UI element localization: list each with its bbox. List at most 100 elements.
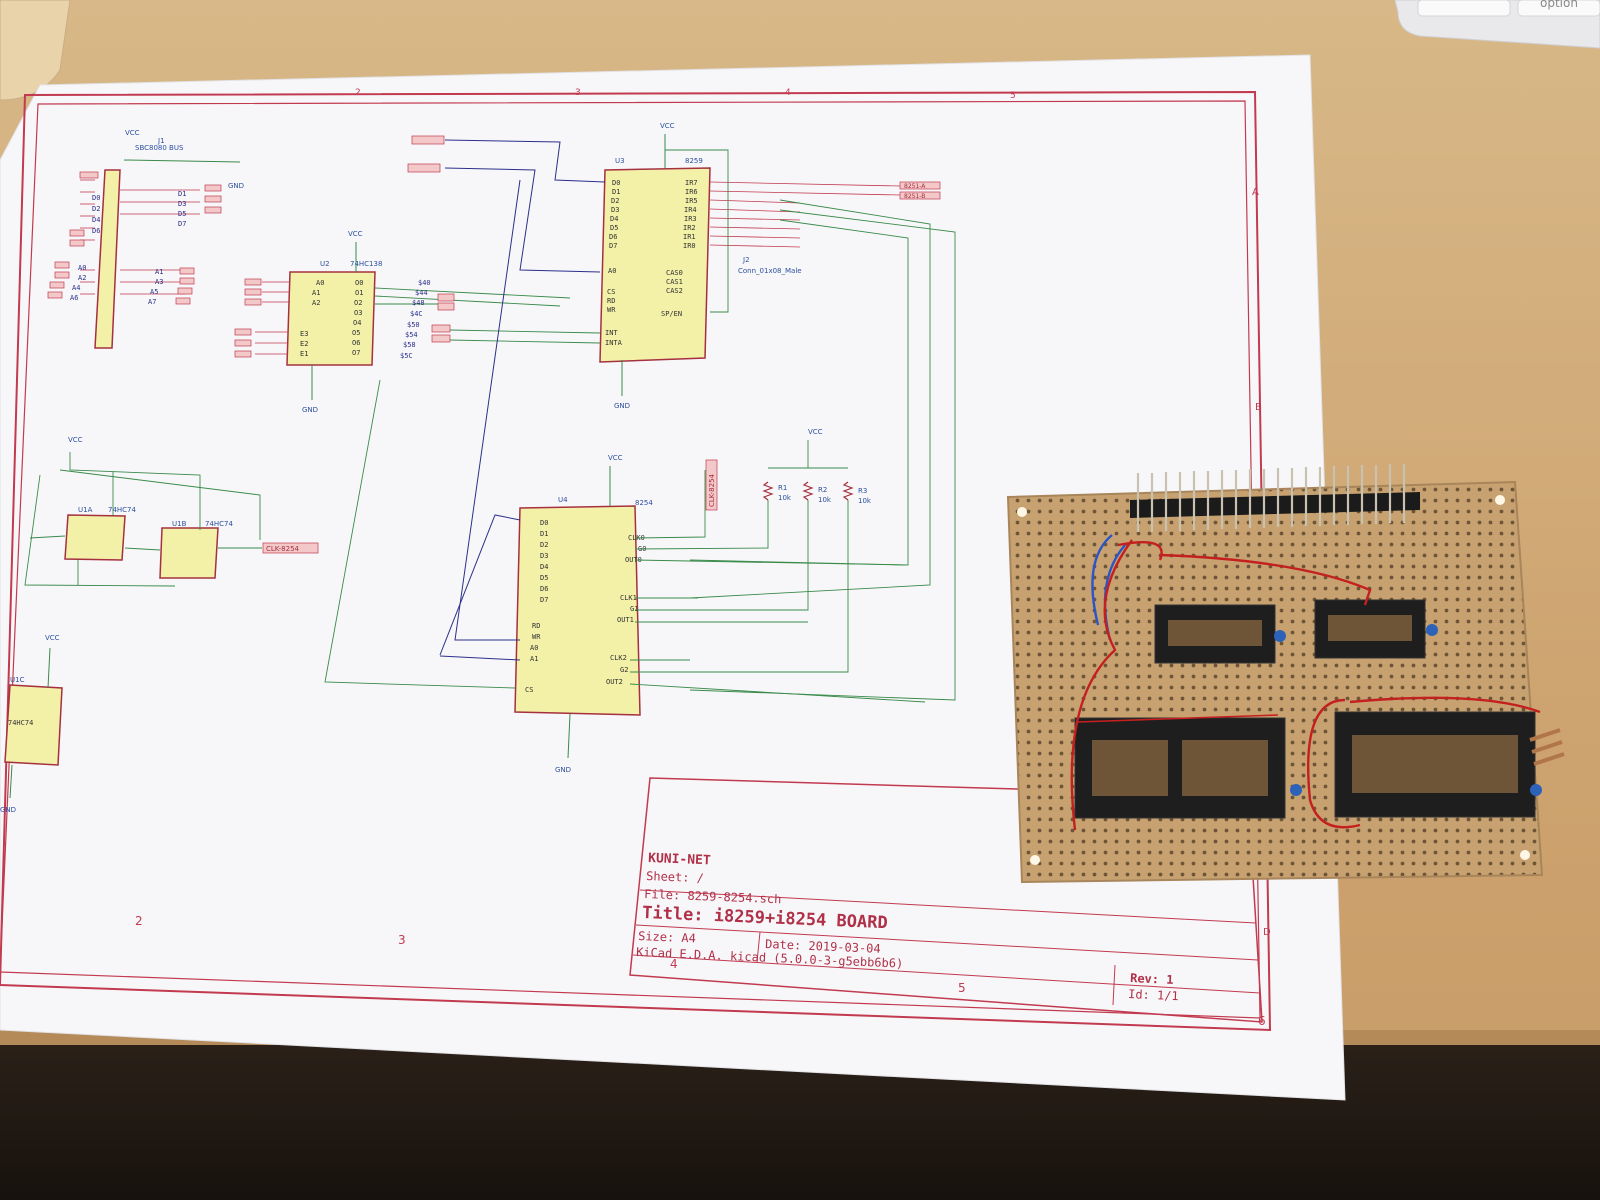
sheet-label: Sheet: / xyxy=(646,869,704,885)
u2-pin-o5: O5 xyxy=(352,329,360,337)
u2-pin-a1: A1 xyxy=(312,289,320,297)
u2-value: 74HC138 xyxy=(350,260,382,268)
j1-ref: J1 xyxy=(157,137,165,145)
perfboard xyxy=(1006,464,1565,884)
border-letter-b: B xyxy=(1255,402,1262,413)
r1-ref: R1 xyxy=(778,484,787,492)
u4-pin-out0: OUT0 xyxy=(625,556,642,564)
u2-pin-e3: E3 xyxy=(300,330,308,338)
date-label: Date: 2019-03-04 xyxy=(765,937,881,956)
u3-pin-ir6: IR6 xyxy=(685,188,698,196)
j1-signal-a2: A2 xyxy=(78,274,86,282)
j1-signal-a3: A3 xyxy=(155,278,163,286)
u2-out-54: $54 xyxy=(405,331,418,339)
j1-connector: VCC J1 SBC8080 BUS GND D0 D2 D4 D6 D1 D3… xyxy=(47,129,244,349)
svg-text:VCC: VCC xyxy=(608,454,623,462)
u4-pin-d5: D5 xyxy=(540,574,548,582)
u2-pin-o0: O0 xyxy=(355,279,363,287)
u3-pin-d4: D4 xyxy=(610,215,618,223)
rev-label: Rev: 1 xyxy=(1130,971,1174,987)
border-number-5: 5 xyxy=(958,981,966,995)
u1b-ref: U1B xyxy=(172,520,187,528)
u2-out-5c: $5C xyxy=(400,352,413,360)
u2-pin-o7: O7 xyxy=(352,349,360,357)
u3-value: 8259 xyxy=(685,157,703,165)
u3-pin-ir7: IR7 xyxy=(685,179,698,187)
u3-pin-d7: D7 xyxy=(609,242,617,250)
u3-pin-d0: D0 xyxy=(612,179,620,187)
jumper-wires xyxy=(1070,534,1541,831)
r2-ref: R2 xyxy=(818,486,827,494)
u3-pin-int: INT xyxy=(605,329,618,337)
u3-right-pins: IR7 IR6 IR5 IR4 IR3 IR2 IR1 IR0 CAS0 CAS… xyxy=(661,179,698,318)
u3-8259: U3 8259 VCC GND D0 D1 D2 D3 D4 D5 D6 D7 … xyxy=(407,122,956,701)
file-label: File: 8259-8254.sch xyxy=(644,887,782,906)
u2-pin-e1: E1 xyxy=(300,350,308,358)
label-8251-a: 8251-A xyxy=(904,183,926,190)
u4-pin-d1: D1 xyxy=(540,530,548,538)
u3-ref: U3 xyxy=(615,157,625,165)
resistors: R1 10k R2 10k R3 10k VCC xyxy=(762,428,872,505)
j1-signal-d7: D7 xyxy=(178,220,186,228)
svg-text:VCC: VCC xyxy=(660,122,675,130)
u3-pin-ir5: IR5 xyxy=(685,197,698,205)
u4-pin-d7: D7 xyxy=(540,596,548,604)
u3-left-pins: D0 D1 D2 D3 D4 D5 D6 D7 A0 CS RD WR INT … xyxy=(605,179,623,347)
u1b-value: 74HC74 xyxy=(205,520,234,528)
j1-value: SBC8080 BUS xyxy=(135,144,184,152)
r1-value: 10k xyxy=(778,494,792,502)
u4-value: 8254 xyxy=(635,499,653,507)
u4-8254: U4 8254 VCC GND D0 D1 D2 D3 D4 D5 D6 D7 … xyxy=(324,179,926,774)
u3-pin-cas2: CAS2 xyxy=(666,287,683,295)
u4-pin-d4: D4 xyxy=(540,563,548,571)
border-number-4: 4 xyxy=(670,957,678,971)
u4-pin-g2: G2 xyxy=(620,666,628,674)
keyboard: option xyxy=(1394,0,1600,49)
u3-pin-ir4: IR4 xyxy=(684,206,697,214)
j1-signal-d1: D1 xyxy=(178,190,186,198)
j1-signal-d6: D6 xyxy=(92,227,100,235)
u4-pin-a0: A0 xyxy=(530,644,538,652)
u1-flipflops: U1A 74HC74 U1B 74HC74 VCC CLK-8254 xyxy=(24,436,319,587)
j2-ref: J2 xyxy=(742,256,750,264)
u4-pin-d0: D0 xyxy=(540,519,548,527)
pin-header xyxy=(1130,464,1420,532)
clk-8254-vertical-label: CLK-8254 xyxy=(708,473,716,507)
u3-pin-d6: D6 xyxy=(609,233,617,241)
u2-pin-o3: O3 xyxy=(354,309,362,317)
u4-pin-d6: D6 xyxy=(540,585,548,593)
j1-signal-d0: D0 xyxy=(92,194,100,202)
size-label: Size: A4 xyxy=(638,929,696,945)
u4-pin-wr: WR xyxy=(532,633,541,641)
u2-pin-o4: O4 xyxy=(353,319,361,327)
u4-pin-d2: D2 xyxy=(540,541,548,549)
u4-pin-cs: CS xyxy=(525,686,533,694)
svg-text:GND: GND xyxy=(228,182,244,190)
j1-signal-a4: A4 xyxy=(72,284,80,292)
u3-pin-rd: RD xyxy=(607,297,615,305)
svg-text:GND: GND xyxy=(555,766,571,774)
border-number-3: 3 xyxy=(398,933,406,947)
u3-pin-cas0: CAS0 xyxy=(666,269,683,277)
svg-text:4: 4 xyxy=(785,88,791,98)
label-8251-b: 8251-B xyxy=(904,193,925,200)
u3-pin-ir3: IR3 xyxy=(684,215,697,223)
u2-vcc: VCC xyxy=(348,230,363,238)
j1-signal-a7: A7 xyxy=(148,298,156,306)
j1-signal-a5: A5 xyxy=(150,288,158,296)
svg-text:3: 3 xyxy=(575,88,581,98)
j1-signal-d4: D4 xyxy=(92,216,100,224)
j1-signal-a0: A0 xyxy=(78,264,86,272)
u4-pin-clk1: CLK1 xyxy=(620,594,637,602)
u3-pin-a0: A0 xyxy=(608,267,616,275)
id-label: Id: 1/1 xyxy=(1128,987,1179,1003)
svg-text:5: 5 xyxy=(1010,91,1016,101)
j1-signal-a1: A1 xyxy=(155,268,163,276)
u2-out-50: $50 xyxy=(407,321,420,329)
u3-pin-d2: D2 xyxy=(611,197,619,205)
u3-pin-d5: D5 xyxy=(610,224,618,232)
u3-pin-d3: D3 xyxy=(611,206,619,214)
u2-pin-a0: A0 xyxy=(316,279,324,287)
j1-signal-a6: A6 xyxy=(70,294,78,302)
r3-ref: R3 xyxy=(858,487,867,495)
